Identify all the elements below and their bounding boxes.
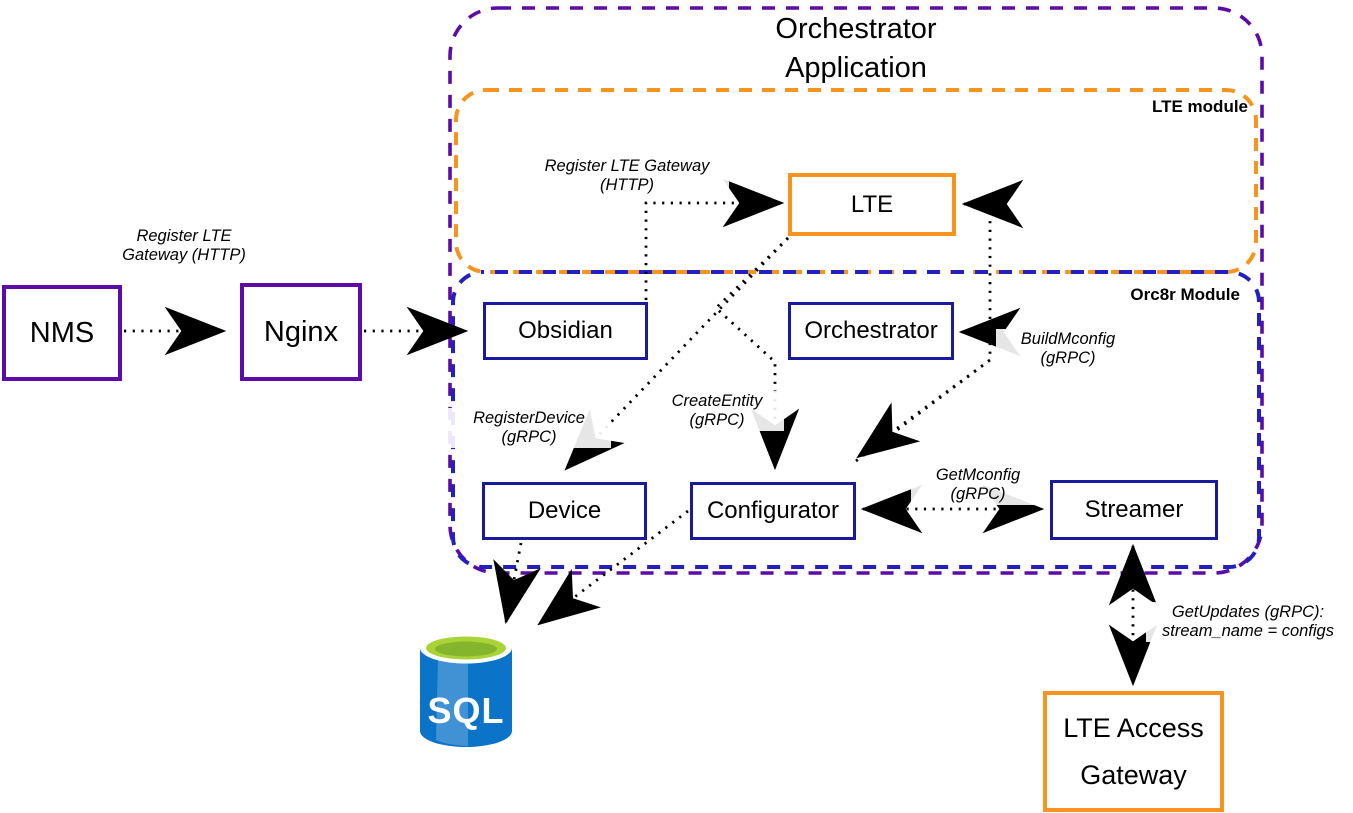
edge-device-to-sql bbox=[493, 542, 541, 625]
edge-lte-to-configurator-createentity bbox=[713, 236, 800, 471]
title-line-2: Application bbox=[785, 52, 927, 84]
label-line: Register LTE Gateway bbox=[544, 157, 710, 175]
edge-label-get-updates: GetUpdates (gRPC): stream_name = configs bbox=[1146, 602, 1350, 642]
label-line: GetMconfig bbox=[935, 466, 1021, 484]
node-device[interactable]: Device bbox=[482, 482, 647, 540]
lte-module-boundary[interactable] bbox=[454, 88, 1258, 274]
node-streamer[interactable]: Streamer bbox=[1050, 480, 1218, 540]
sql-icon-label: SQL bbox=[427, 690, 505, 731]
label-line: (gRPC) bbox=[950, 485, 1006, 503]
node-lte[interactable]: LTE bbox=[788, 173, 956, 236]
gateway-label-line-1: LTE Access bbox=[1063, 712, 1204, 743]
label-line: (gRPC) bbox=[689, 411, 745, 429]
node-configurator[interactable]: Configurator bbox=[690, 482, 856, 540]
edge-label-register-lte-gateway-nms: Register LTE Gateway (HTTP) bbox=[102, 226, 266, 266]
label-line: Register LTE bbox=[136, 227, 232, 245]
label-line: (gRPC) bbox=[1040, 349, 1096, 367]
lte-module-label: LTE module bbox=[1151, 97, 1248, 116]
label-line: stream_name = configs bbox=[1162, 622, 1334, 640]
node-lte-access-gateway[interactable]: LTE Access Gateway bbox=[1043, 691, 1224, 812]
sql-database-icon[interactable] bbox=[420, 632, 512, 748]
node-orchestrator[interactable]: Orchestrator bbox=[788, 302, 954, 360]
edge-buildmconfig-to-configurator bbox=[856, 358, 991, 459]
label-line: CreateEntity bbox=[671, 392, 763, 410]
label-line: GetUpdates (gRPC): bbox=[1171, 603, 1325, 621]
label-line: (HTTP) bbox=[599, 176, 655, 194]
node-nms[interactable]: NMS bbox=[2, 285, 122, 381]
label-line: BuildMconfig bbox=[1020, 330, 1116, 348]
edge-label-register-lte-gateway-http: Register LTE Gateway (HTTP) bbox=[525, 156, 729, 196]
label-line: RegisterDevice bbox=[473, 409, 585, 427]
orc8r-module-label: Orc8r Module bbox=[1130, 285, 1240, 304]
edge-obsidian-to-lte bbox=[644, 178, 785, 300]
label-line: (gRPC) bbox=[501, 428, 557, 446]
orchestrator-application-boundary[interactable] bbox=[448, 6, 1264, 575]
edge-label-get-mconfig: GetMconfig (gRPC) bbox=[911, 465, 1045, 505]
gateway-label-line-2: Gateway bbox=[1080, 759, 1187, 790]
label-line: Gateway (HTTP) bbox=[122, 246, 246, 264]
node-obsidian[interactable]: Obsidian bbox=[483, 302, 648, 360]
node-nginx[interactable]: Nginx bbox=[240, 283, 362, 381]
edge-label-register-device: RegisterDevice (gRPC) bbox=[447, 408, 611, 448]
title-line-1: Orchestrator bbox=[775, 13, 937, 45]
diagram-title: Orchestrator Application bbox=[656, 10, 1056, 88]
edge-label-create-entity: CreateEntity (gRPC) bbox=[650, 391, 784, 431]
edge-label-build-mconfig: BuildMconfig (gRPC) bbox=[996, 329, 1140, 369]
edge-lte-to-device-registerdevice bbox=[564, 237, 790, 471]
